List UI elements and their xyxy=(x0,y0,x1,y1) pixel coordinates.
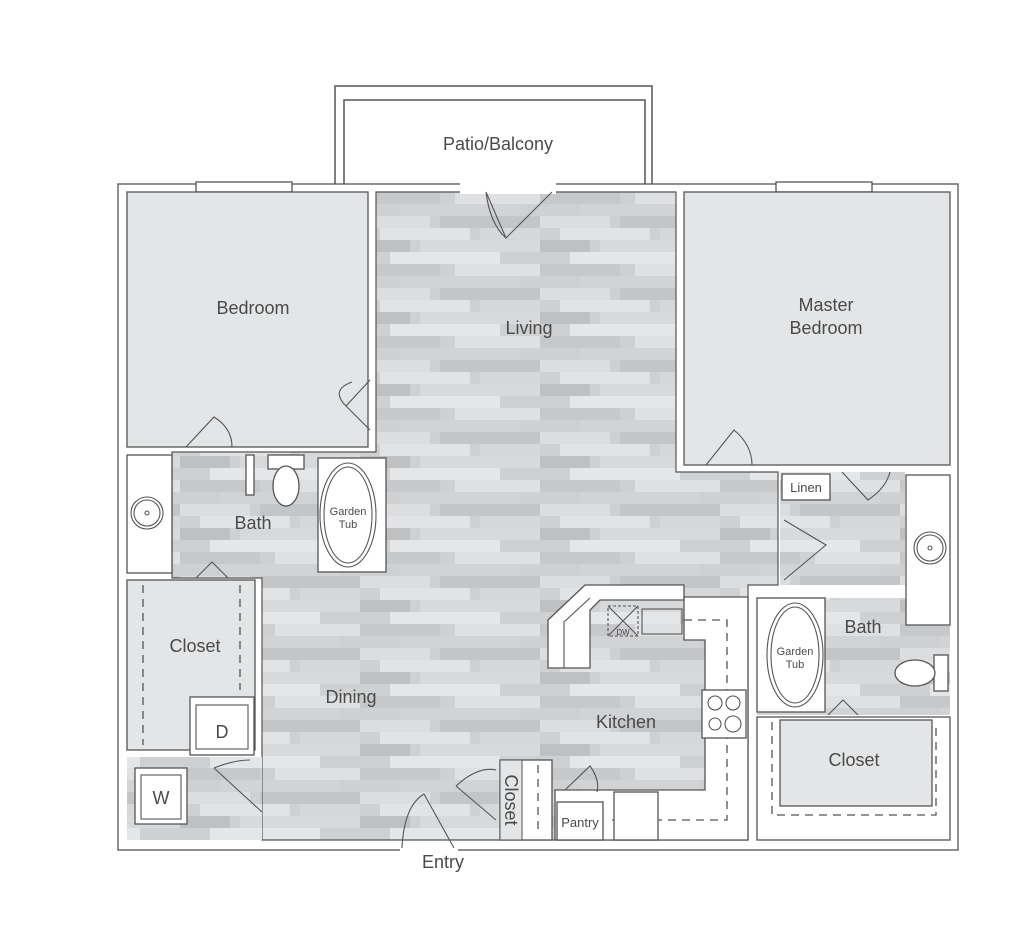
washer xyxy=(134,767,188,825)
entry-opening[interactable] xyxy=(400,844,458,854)
linen-label: Linen xyxy=(790,480,822,495)
dishwasher-label: DW xyxy=(616,628,630,637)
bedroom-door-2[interactable] xyxy=(338,379,371,431)
entry-label: Entry xyxy=(422,852,464,872)
bath-right-label: Bath xyxy=(844,617,881,637)
bedroom: Bedroom xyxy=(126,191,371,448)
master-bath-door[interactable] xyxy=(841,471,891,501)
refrigerator xyxy=(613,791,659,841)
hall-door[interactable] xyxy=(783,519,827,581)
patio-label: Patio/Balcony xyxy=(443,134,553,154)
patio-door[interactable] xyxy=(485,191,553,239)
patio-door-opening[interactable] xyxy=(460,180,556,194)
stove-icon xyxy=(701,689,747,739)
closet-entry-label: Closet xyxy=(501,774,521,825)
linen-closet xyxy=(781,473,831,501)
window xyxy=(775,181,873,193)
closet-right-label: Closet xyxy=(828,750,879,770)
right-bath: Garden Tub Bath xyxy=(756,474,951,716)
bedroom-label: Bedroom xyxy=(216,298,289,318)
master-label-1: Master xyxy=(798,295,853,315)
washer-label: W xyxy=(153,788,170,808)
closet-left-label: Closet xyxy=(169,636,220,656)
bath-left-label: Bath xyxy=(234,513,271,533)
patio-balcony: Patio/Balcony xyxy=(334,85,653,184)
sink-icon xyxy=(130,496,164,530)
master-door[interactable] xyxy=(705,429,753,466)
master-bedroom: Master Bedroom xyxy=(683,191,951,501)
kitchen-label: Kitchen xyxy=(596,712,656,732)
pantry xyxy=(556,801,604,841)
bedroom-door[interactable] xyxy=(185,416,233,448)
dishwasher xyxy=(607,605,639,637)
bath-door[interactable] xyxy=(195,561,229,579)
entry-door[interactable] xyxy=(401,793,455,849)
right-closet: Closet xyxy=(756,716,951,841)
tub-right-label-1: Garden xyxy=(777,646,814,658)
tub-left-label-2: Tub xyxy=(339,519,358,531)
pantry-label: Pantry xyxy=(561,815,599,830)
laundry-door[interactable] xyxy=(213,759,263,813)
toilet-icon xyxy=(933,654,949,692)
living-label: Living xyxy=(505,318,552,338)
tub-left-label-1: Garden xyxy=(330,506,367,518)
window xyxy=(195,181,293,193)
dryer xyxy=(189,696,255,756)
sink-icon xyxy=(641,608,683,635)
tub-right-label-2: Tub xyxy=(786,659,805,671)
pantry-door[interactable] xyxy=(564,765,599,793)
dining-label: Dining xyxy=(325,687,376,707)
dryer-label: D xyxy=(216,722,229,742)
left-bath: Bath Garden Tub xyxy=(126,454,387,579)
closet-door[interactable] xyxy=(455,768,497,821)
master-label-2: Bedroom xyxy=(789,318,862,338)
sink-icon xyxy=(913,531,947,565)
closet-door[interactable] xyxy=(827,699,859,716)
